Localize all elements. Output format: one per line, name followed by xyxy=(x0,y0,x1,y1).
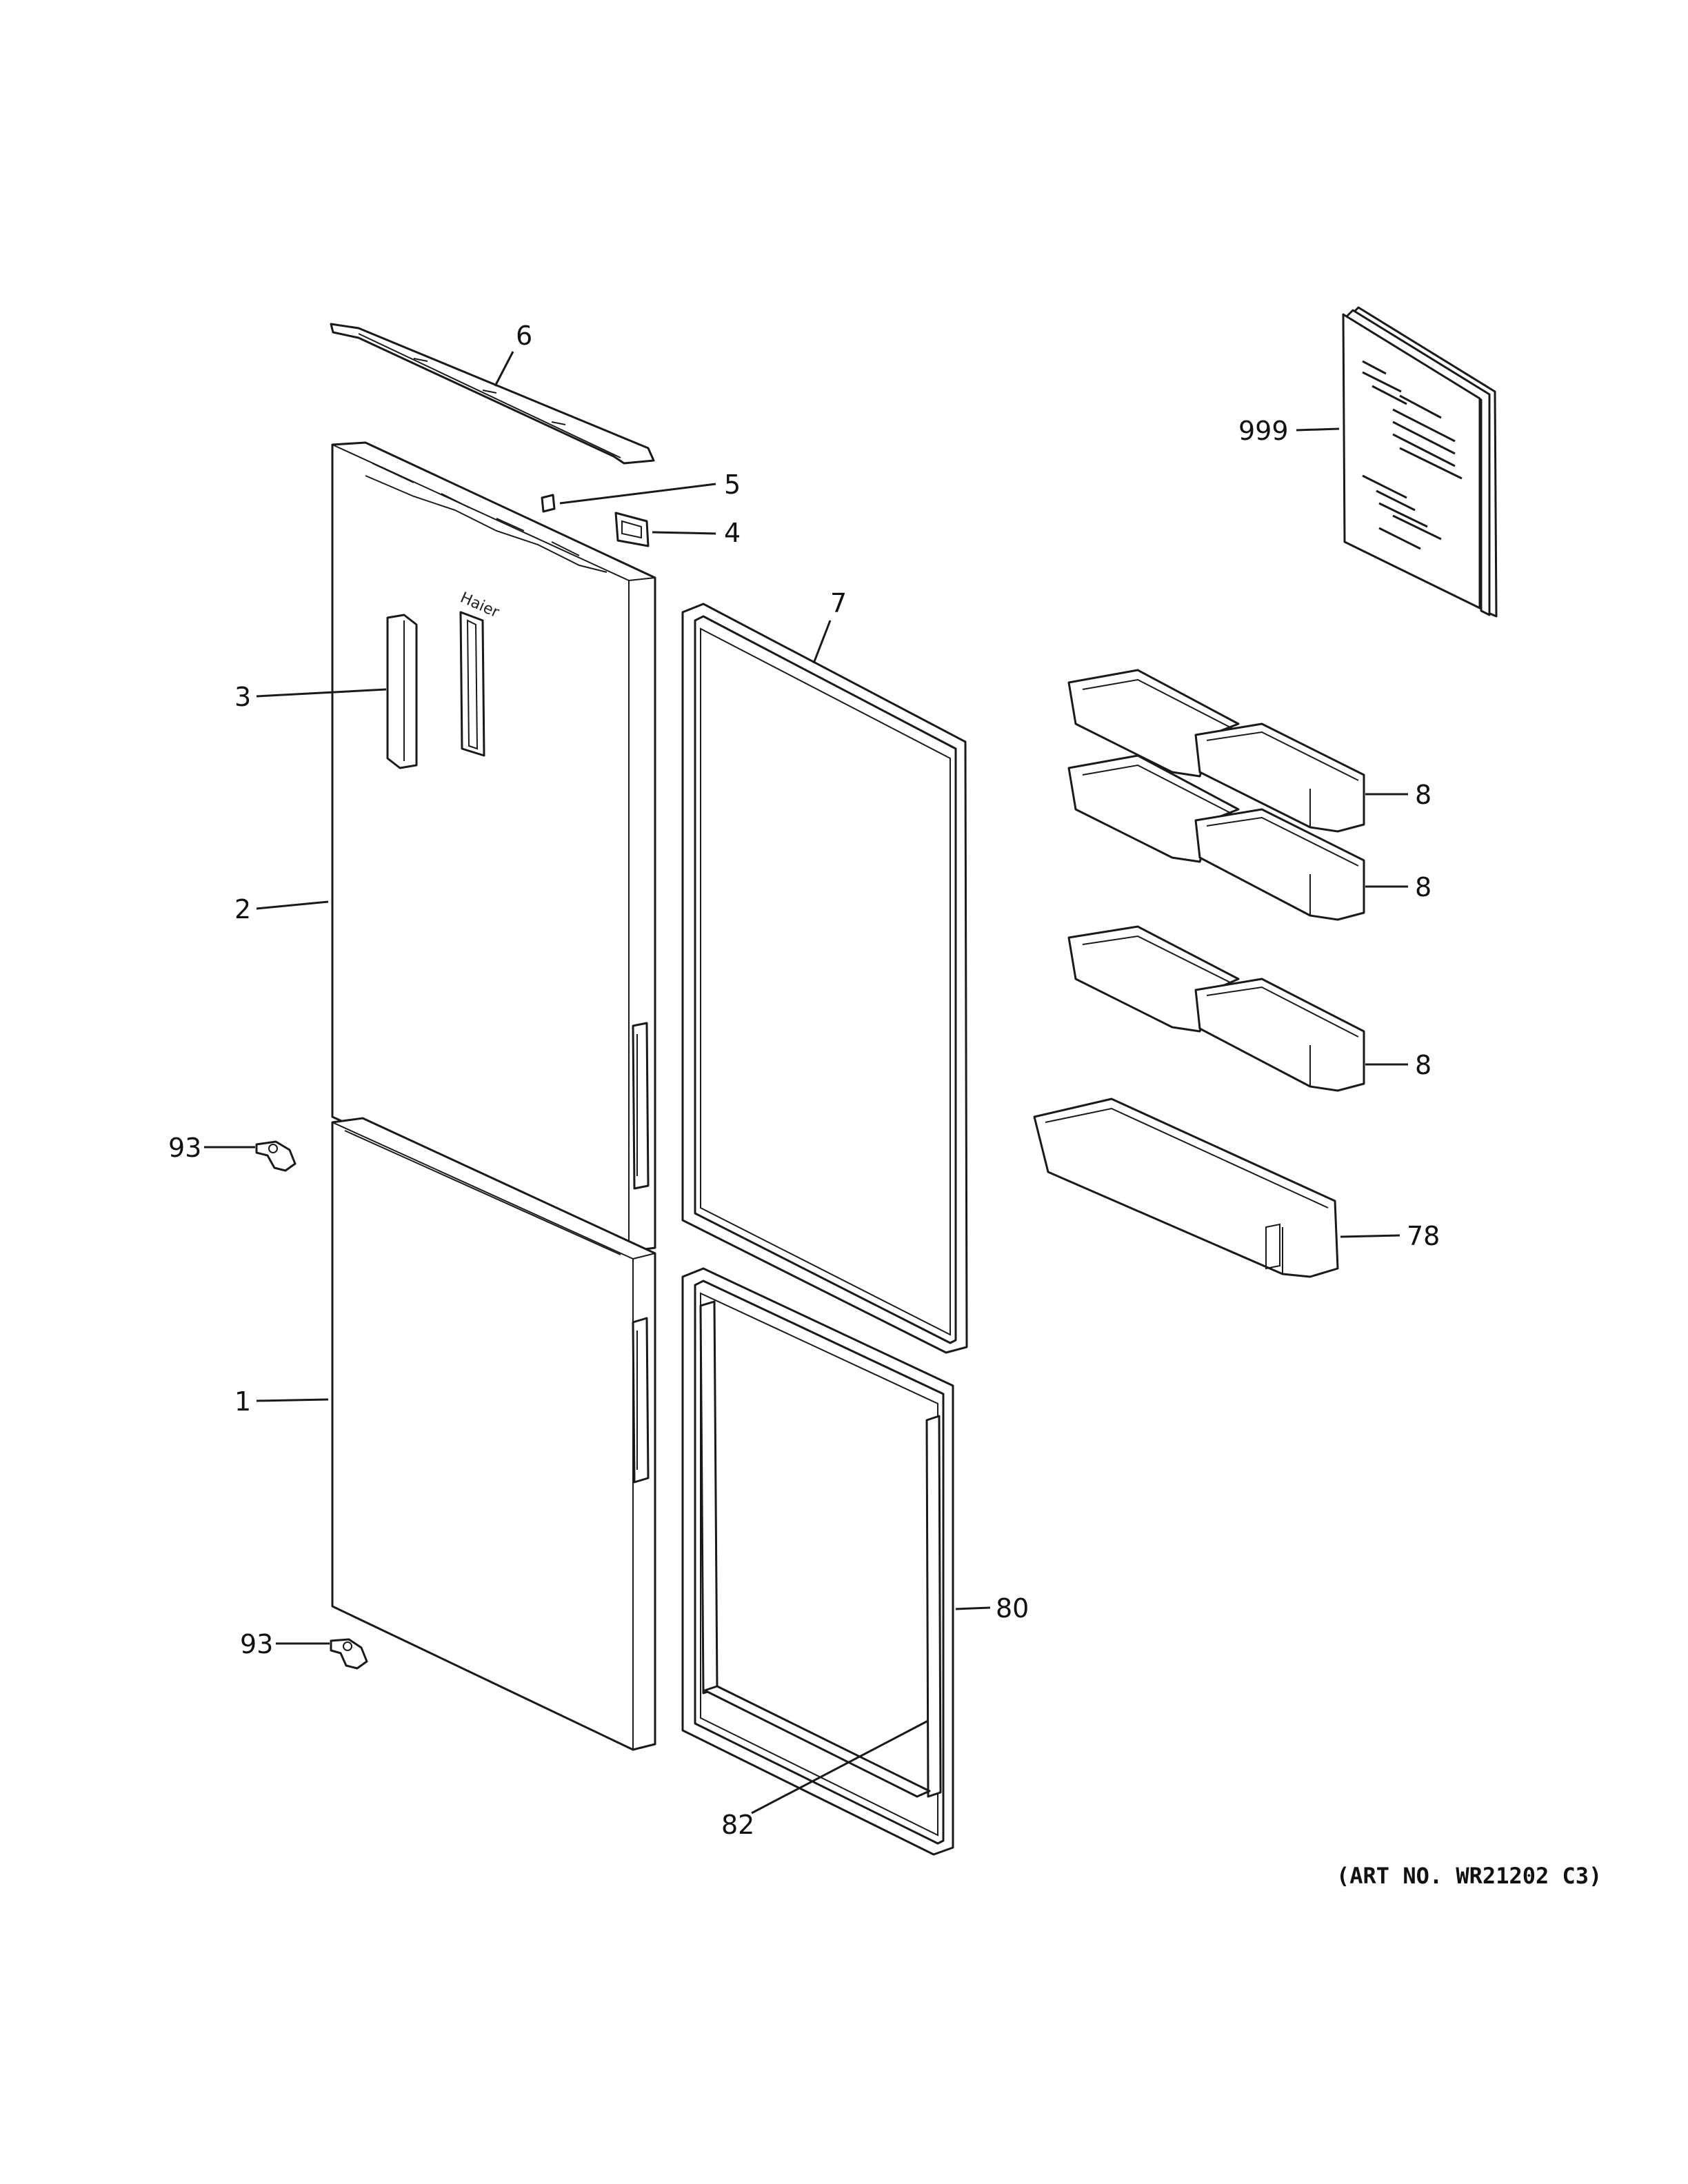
art-number: (ART NO. WR21202 C3) xyxy=(1336,1863,1602,1889)
callout-8-row-1: 8 xyxy=(1415,780,1431,810)
callout-8-row-3: 8 xyxy=(1415,1050,1431,1080)
callout-labels: 6 5 4 3 2 1 93 93 7 80 82 999 8 8 8 78 xyxy=(168,321,1440,1840)
owners-manual xyxy=(1342,306,1498,618)
hinge-bracket xyxy=(614,512,650,547)
callout-93-upper: 93 xyxy=(168,1133,201,1163)
callout-4: 4 xyxy=(724,518,741,548)
freezer-door xyxy=(331,1117,656,1751)
control-display xyxy=(386,614,418,769)
callout-80: 80 xyxy=(996,1593,1029,1624)
callout-3: 3 xyxy=(234,682,251,712)
callout-5: 5 xyxy=(724,469,741,500)
hinge-pin-upper xyxy=(255,1140,297,1172)
callout-78: 78 xyxy=(1407,1221,1440,1251)
callout-1: 1 xyxy=(234,1386,251,1417)
top-trim-cap xyxy=(330,323,655,465)
leader-lines xyxy=(204,351,1408,1814)
hinge-pin-lower xyxy=(330,1638,368,1670)
callout-82: 82 xyxy=(721,1810,754,1840)
callout-8-row-2: 8 xyxy=(1415,872,1431,902)
brand-plate-slot xyxy=(459,611,485,757)
callout-2: 2 xyxy=(234,894,251,924)
door-bin-row-3 xyxy=(1067,925,1365,1092)
callout-999: 999 xyxy=(1238,416,1289,446)
callout-93-lower: 93 xyxy=(240,1629,273,1659)
door-bin-row-2 xyxy=(1067,754,1365,921)
freezer-door-gasket xyxy=(681,1267,954,1856)
door-bin-row-1 xyxy=(1067,669,1365,833)
freezer-gasket-inner-frame xyxy=(699,1300,942,1798)
callout-6: 6 xyxy=(516,321,532,351)
large-door-bin xyxy=(1033,1098,1339,1278)
fresh-food-door-gasket xyxy=(681,603,968,1354)
hinge-cap xyxy=(541,494,556,513)
callout-7: 7 xyxy=(830,588,847,618)
